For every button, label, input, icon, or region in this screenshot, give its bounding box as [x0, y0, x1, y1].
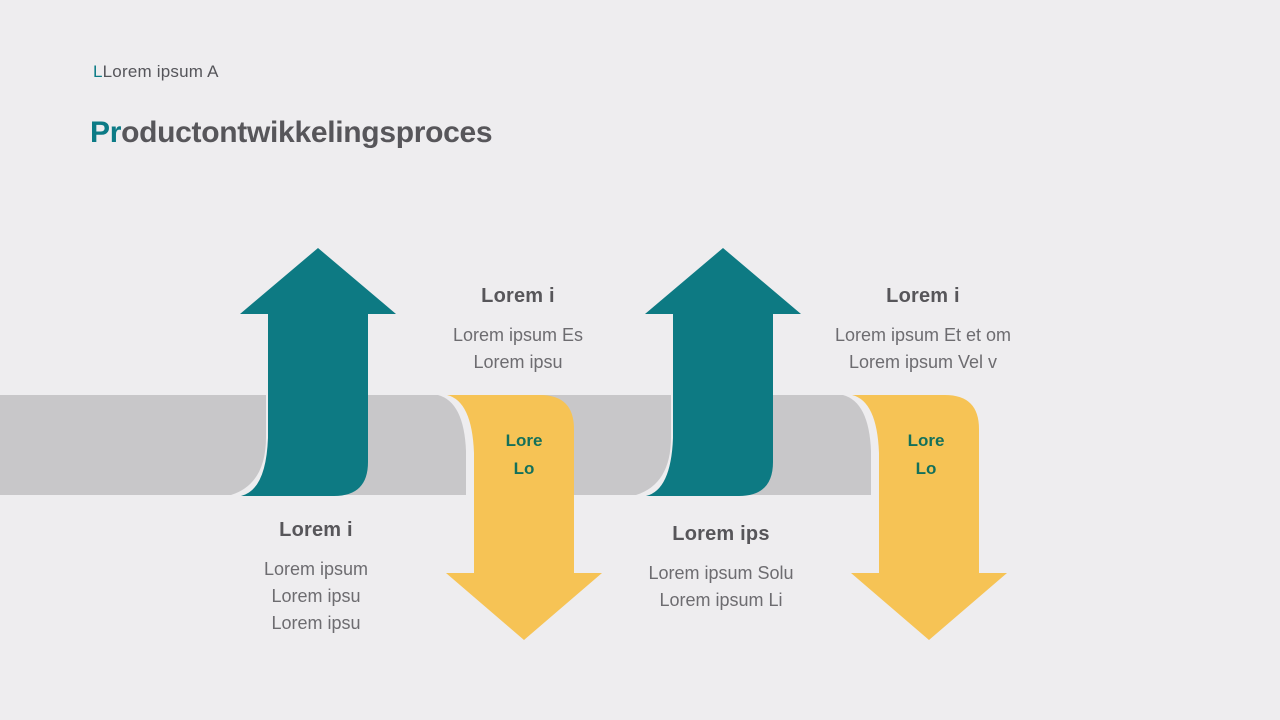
down-arrow-label-line: Lore [505, 431, 543, 450]
down-arrow-shape-1 [446, 395, 602, 640]
down-arrow-label-line: Lo [513, 459, 535, 478]
down-arrow-shape-2 [851, 395, 1007, 640]
eyebrow-accent-letter: L [93, 62, 103, 81]
stage-body-line: Lorem ipsum Et et om [834, 325, 1012, 345]
stage-body-line: Lorem ipsum Vel v [848, 352, 998, 372]
page-title: Productontwikkelingsproces [90, 114, 493, 151]
slide-eyebrow: LLorem ipsum A [93, 61, 219, 82]
stage-body-line: Lorem ipsu [473, 352, 563, 372]
up-arrow-shape-2 [645, 248, 801, 496]
stage-text-block-4: Lorem i Lorem ipsum Et et om Lorem ipsum… [763, 284, 1083, 376]
stage-text-block-3: Lorem ips Lorem ipsum Solu Lorem ipsum L… [561, 522, 881, 614]
stage-text-block-2: Lorem i Lorem ipsum Es Lorem ipsu [358, 284, 678, 376]
stage-body-line: Lorem ipsu [271, 613, 361, 633]
title-accent-letters: Pr [90, 116, 122, 149]
stage-body-line: Lorem ipsu [271, 586, 361, 606]
stage-heading: Lorem i [279, 519, 353, 541]
stage-text-block-1: Lorem i Lorem ipsum Lorem ipsu Lorem ips… [156, 518, 476, 637]
stage-body-line: Lorem ipsum [263, 559, 369, 579]
stage-body-line: Lorem ipsum Es [452, 325, 584, 345]
eyebrow-text: Lorem ipsum A [102, 62, 219, 81]
down-arrow-label-2: Lore Lo [866, 427, 986, 483]
down-arrow-label-line: Lo [915, 459, 937, 478]
stage-heading: Lorem i [481, 285, 555, 307]
stage-body-line: Lorem ipsum Solu [648, 563, 794, 583]
stage-body-line: Lorem ipsum Li [659, 590, 783, 610]
process-band-segment-1 [0, 395, 266, 495]
stage-heading: Lorem i [886, 285, 960, 307]
down-arrow-label-1: Lore Lo [464, 427, 584, 483]
up-arrow-shape-1 [240, 248, 396, 496]
title-text: oductontwikkelingsproces [121, 116, 493, 149]
stage-heading: Lorem ips [672, 523, 770, 545]
down-arrow-label-line: Lore [907, 431, 945, 450]
